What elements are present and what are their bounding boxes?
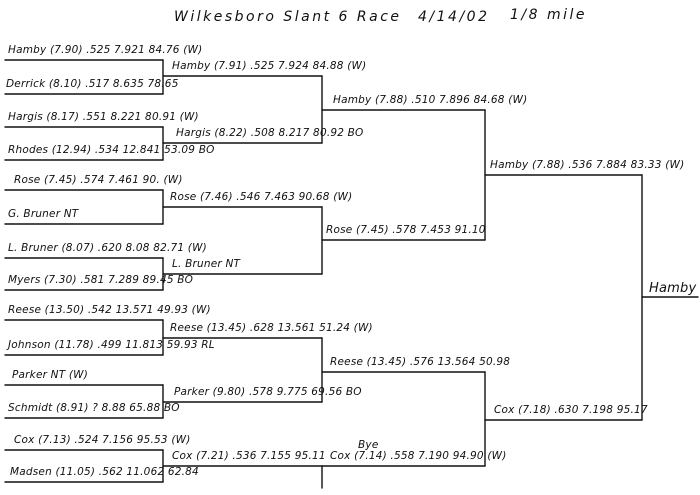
round1-entry: L. Bruner (8.07) .620 8.08 82.71 (W) bbox=[8, 242, 207, 254]
round1-entry: Schmidt (8.91) ? 8.88 65.88 BO bbox=[8, 402, 180, 414]
race-date: 4/14/02 bbox=[418, 9, 490, 25]
round2-entry: Bye bbox=[358, 439, 379, 451]
round1-entry: Cox (7.13) .524 7.156 95.53 (W) bbox=[14, 434, 191, 446]
round1-entry: Rhodes (12.94) .534 12.841 53.09 BO bbox=[8, 144, 215, 156]
race-title: Wilkesboro Slant 6 Race bbox=[174, 9, 402, 25]
round1-entry: Derrick (8.10) .517 8.635 78.65 bbox=[6, 78, 179, 90]
round2-entry: Hargis (8.22) .508 8.217 80.92 BO bbox=[176, 127, 364, 139]
round1-entry: Hargis (8.17) .551 8.221 80.91 (W) bbox=[8, 111, 199, 123]
round2-entry: Hamby (7.91) .525 7.924 84.88 (W) bbox=[172, 60, 367, 72]
round1-entry: Rose (7.45) .574 7.461 90. (W) bbox=[14, 174, 183, 186]
race-winner: Hamby bbox=[649, 281, 697, 296]
round3-entry: Rose (7.45) .578 7.453 91.10 bbox=[326, 224, 486, 236]
round1-entry: Johnson (11.78) .499 11.813 59.93 RL bbox=[8, 339, 215, 351]
round2-entry: Cox (7.21) .536 7.155 95.11 bbox=[172, 450, 326, 462]
round2-entry: L. Bruner NT bbox=[172, 258, 241, 270]
round4-entry: Hamby (7.88) .536 7.884 83.33 (W) bbox=[490, 159, 685, 171]
round3-entry: Cox (7.14) .558 7.190 94.90 (W) bbox=[330, 450, 507, 462]
round3-entry: Reese (13.45) .576 13.564 50.98 bbox=[330, 356, 511, 368]
round1-entry: Hamby (7.90) .525 7.921 84.76 (W) bbox=[8, 44, 203, 56]
race-distance: 1/8 mile bbox=[510, 7, 588, 23]
round3-entry: Hamby (7.88) .510 7.896 84.68 (W) bbox=[333, 94, 528, 106]
round2-entry: Reese (13.45) .628 13.561 51.24 (W) bbox=[170, 322, 373, 334]
round1-entry: Parker NT (W) bbox=[12, 369, 89, 381]
round2-entry: Rose (7.46) .546 7.463 90.68 (W) bbox=[170, 191, 353, 203]
round2-entry: Parker (9.80) .578 9.775 69.56 BO bbox=[174, 386, 362, 398]
round1-entry: Reese (13.50) .542 13.571 49.93 (W) bbox=[8, 304, 211, 316]
round1-entry: G. Bruner NT bbox=[8, 208, 79, 220]
round4-entry: Cox (7.18) .630 7.198 95.17 bbox=[494, 404, 648, 416]
round1-entry: Madsen (11.05) .562 11.062 62.84 bbox=[10, 466, 199, 478]
round1-entry: Myers (7.30) .581 7.289 89.45 BO bbox=[8, 274, 194, 286]
